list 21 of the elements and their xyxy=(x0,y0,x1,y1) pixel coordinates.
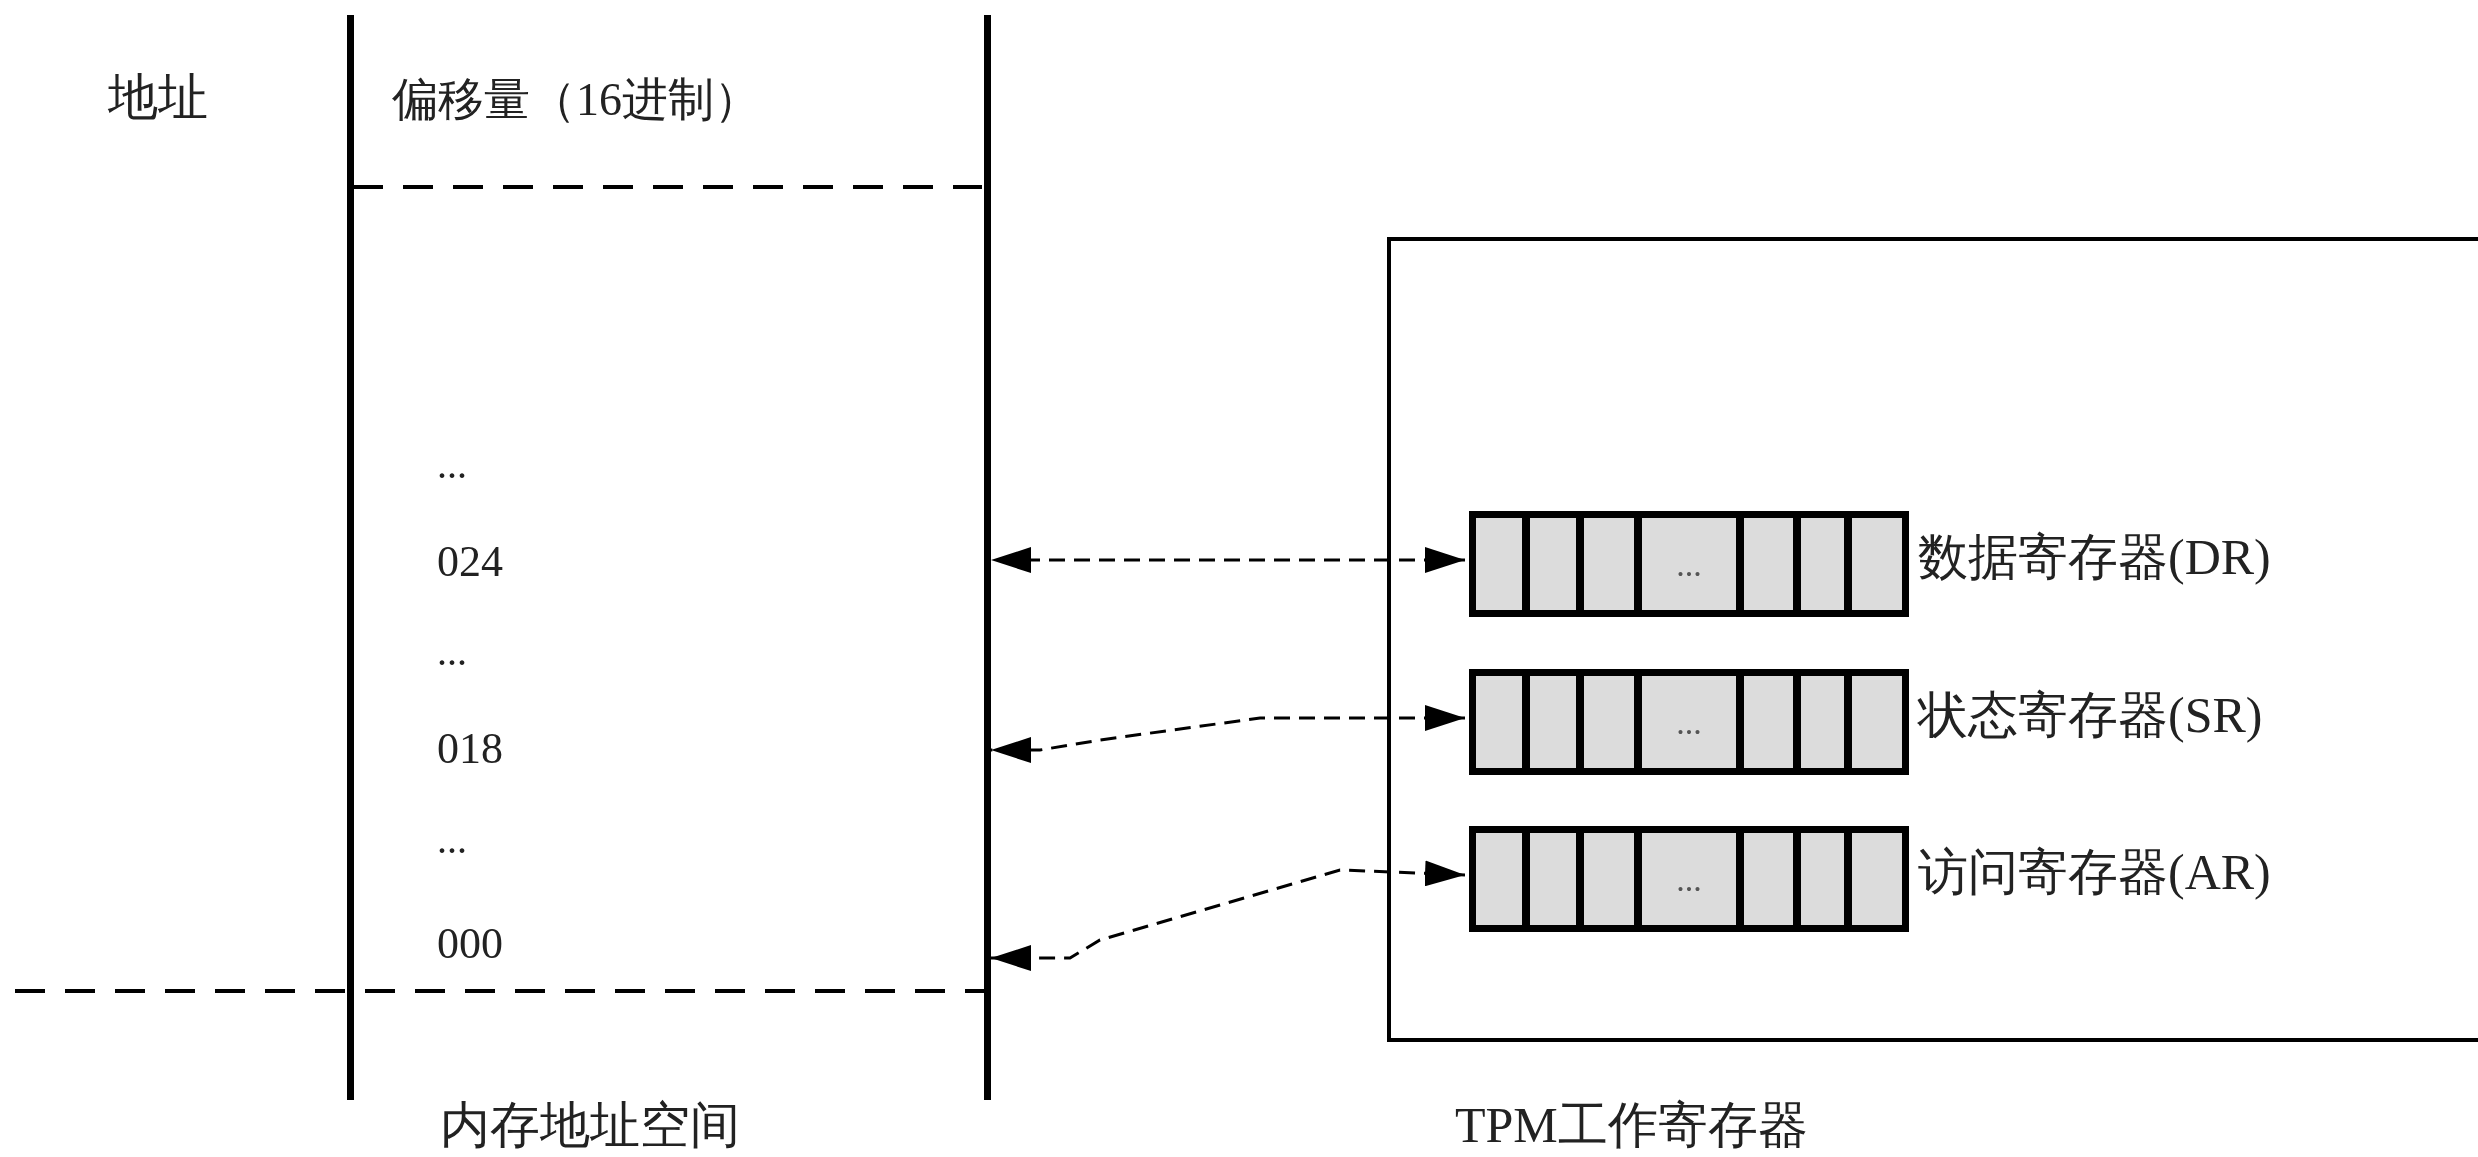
ellipsis-label: ... xyxy=(437,445,467,485)
register-frame xyxy=(1387,237,2478,1042)
register-box xyxy=(1469,511,1909,617)
register-box xyxy=(1469,669,1909,775)
double-arrow xyxy=(991,860,1466,971)
register-box xyxy=(1469,826,1909,932)
ellipsis-label: ... xyxy=(437,820,467,860)
double-arrow xyxy=(991,547,1465,573)
ellipsis-text: ... xyxy=(1675,863,1703,897)
offset-label: 000 xyxy=(437,922,503,966)
caption-text: 内存地址空间 xyxy=(440,1100,740,1150)
offset-label: 018 xyxy=(437,727,503,771)
memory-column xyxy=(347,15,991,1100)
offset-label: 024 xyxy=(437,540,503,584)
column-label: 地址 xyxy=(108,72,208,122)
ellipsis-text: ... xyxy=(1675,706,1703,740)
ellipsis-text: ... xyxy=(1675,548,1703,582)
ellipsis-label: ... xyxy=(437,632,467,672)
double-arrow xyxy=(991,705,1465,763)
column-heading: 偏移量（16进制） xyxy=(392,77,760,123)
caption-text: TPM工作寄存器 xyxy=(1455,1100,1808,1150)
